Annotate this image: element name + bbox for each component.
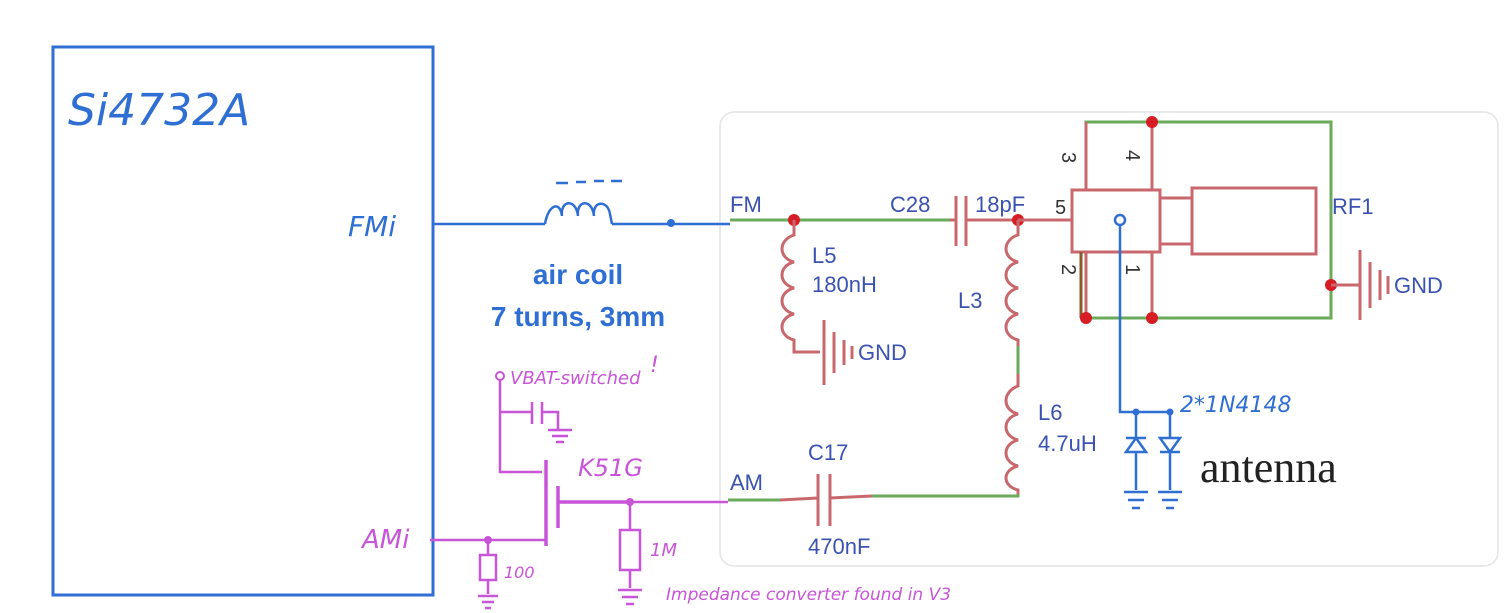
air-coil-core-dashes: [556, 179, 622, 185]
c28-capacitor: [950, 196, 1018, 246]
net-am-label: AM: [730, 470, 763, 495]
rf1-pin5: 5: [1055, 197, 1066, 219]
rf1-dot-top: [1146, 116, 1158, 128]
diode-2: [1157, 412, 1183, 490]
chip-box: [51, 45, 435, 597]
resistor-1m-label: 1M: [650, 540, 677, 561]
diode-feed-wire: [1118, 225, 1170, 414]
air-coil-label-2: 7 turns, 3mm: [491, 301, 665, 332]
net-fm-label: FM: [730, 192, 762, 217]
resistor-100-label: 100: [504, 563, 535, 582]
diode-label: 2*1N4148: [1180, 393, 1291, 418]
antenna-label: antenna: [1200, 443, 1337, 492]
vbat-terminal: [495, 371, 505, 381]
l3-label: L3: [958, 288, 982, 313]
air-coil-symbol: [543, 202, 614, 225]
air-coil-label-1: air coil: [533, 259, 623, 290]
rf1-center-pin: [1113, 213, 1127, 227]
l3-inductor: [1004, 220, 1020, 346]
rf1-pin3: 3: [1057, 152, 1079, 163]
am-net-wire: [728, 494, 1020, 502]
l5-label: L5: [812, 243, 836, 268]
resistor-100: [478, 540, 498, 610]
gnd-label-l5: GND: [858, 340, 907, 365]
rf1-pin2: 2: [1057, 264, 1079, 275]
converter-note: Impedance converter found in V3: [666, 585, 951, 605]
c17-value: 470nF: [808, 534, 870, 559]
rf1-shell: [1190, 186, 1318, 256]
vbat-supply-wire: [498, 380, 542, 474]
resistor-1m: [618, 502, 642, 606]
rf1-dot-bl: [1080, 312, 1092, 324]
c17-label: C17: [808, 440, 848, 465]
vbat-label: VBAT-switched: [510, 368, 641, 389]
rf1-pin4: 4: [1121, 150, 1143, 161]
fm-junction-dot: [667, 219, 675, 227]
l5-value: 180nH: [812, 272, 877, 297]
l5-inductor: [780, 220, 820, 354]
l6-inductor: [1004, 374, 1020, 494]
pin-am-label: AMi: [360, 525, 410, 555]
c28-value: 18pF: [975, 192, 1025, 217]
c17-capacitor: [779, 474, 873, 526]
decoupling-cap: [500, 402, 572, 444]
l6-label: L6: [1038, 400, 1062, 425]
transistor-k51g: [544, 460, 630, 546]
transistor-label: K51G: [578, 454, 643, 482]
rf1-barrel: [1158, 196, 1194, 246]
l6-value: 4.7uH: [1038, 431, 1097, 456]
rf1-label: RF1: [1332, 194, 1374, 219]
rf1-dot-br: [1146, 312, 1158, 324]
diode-gnd-symbols: [1124, 490, 1182, 510]
gnd-label-rf1: GND: [1394, 273, 1443, 298]
gnd-symbol-rf1: [1331, 250, 1390, 320]
c28-label: C28: [890, 192, 930, 217]
rf1-pins: [1084, 122, 1154, 318]
gnd-symbol-l5: [822, 320, 854, 385]
diode-1: [1123, 412, 1149, 490]
chip-title: Si4732A: [68, 85, 250, 136]
vbat-mark: !: [650, 353, 659, 378]
pin-fm-label: FMi: [348, 210, 396, 243]
rf1-pin1: 1: [1121, 264, 1143, 275]
